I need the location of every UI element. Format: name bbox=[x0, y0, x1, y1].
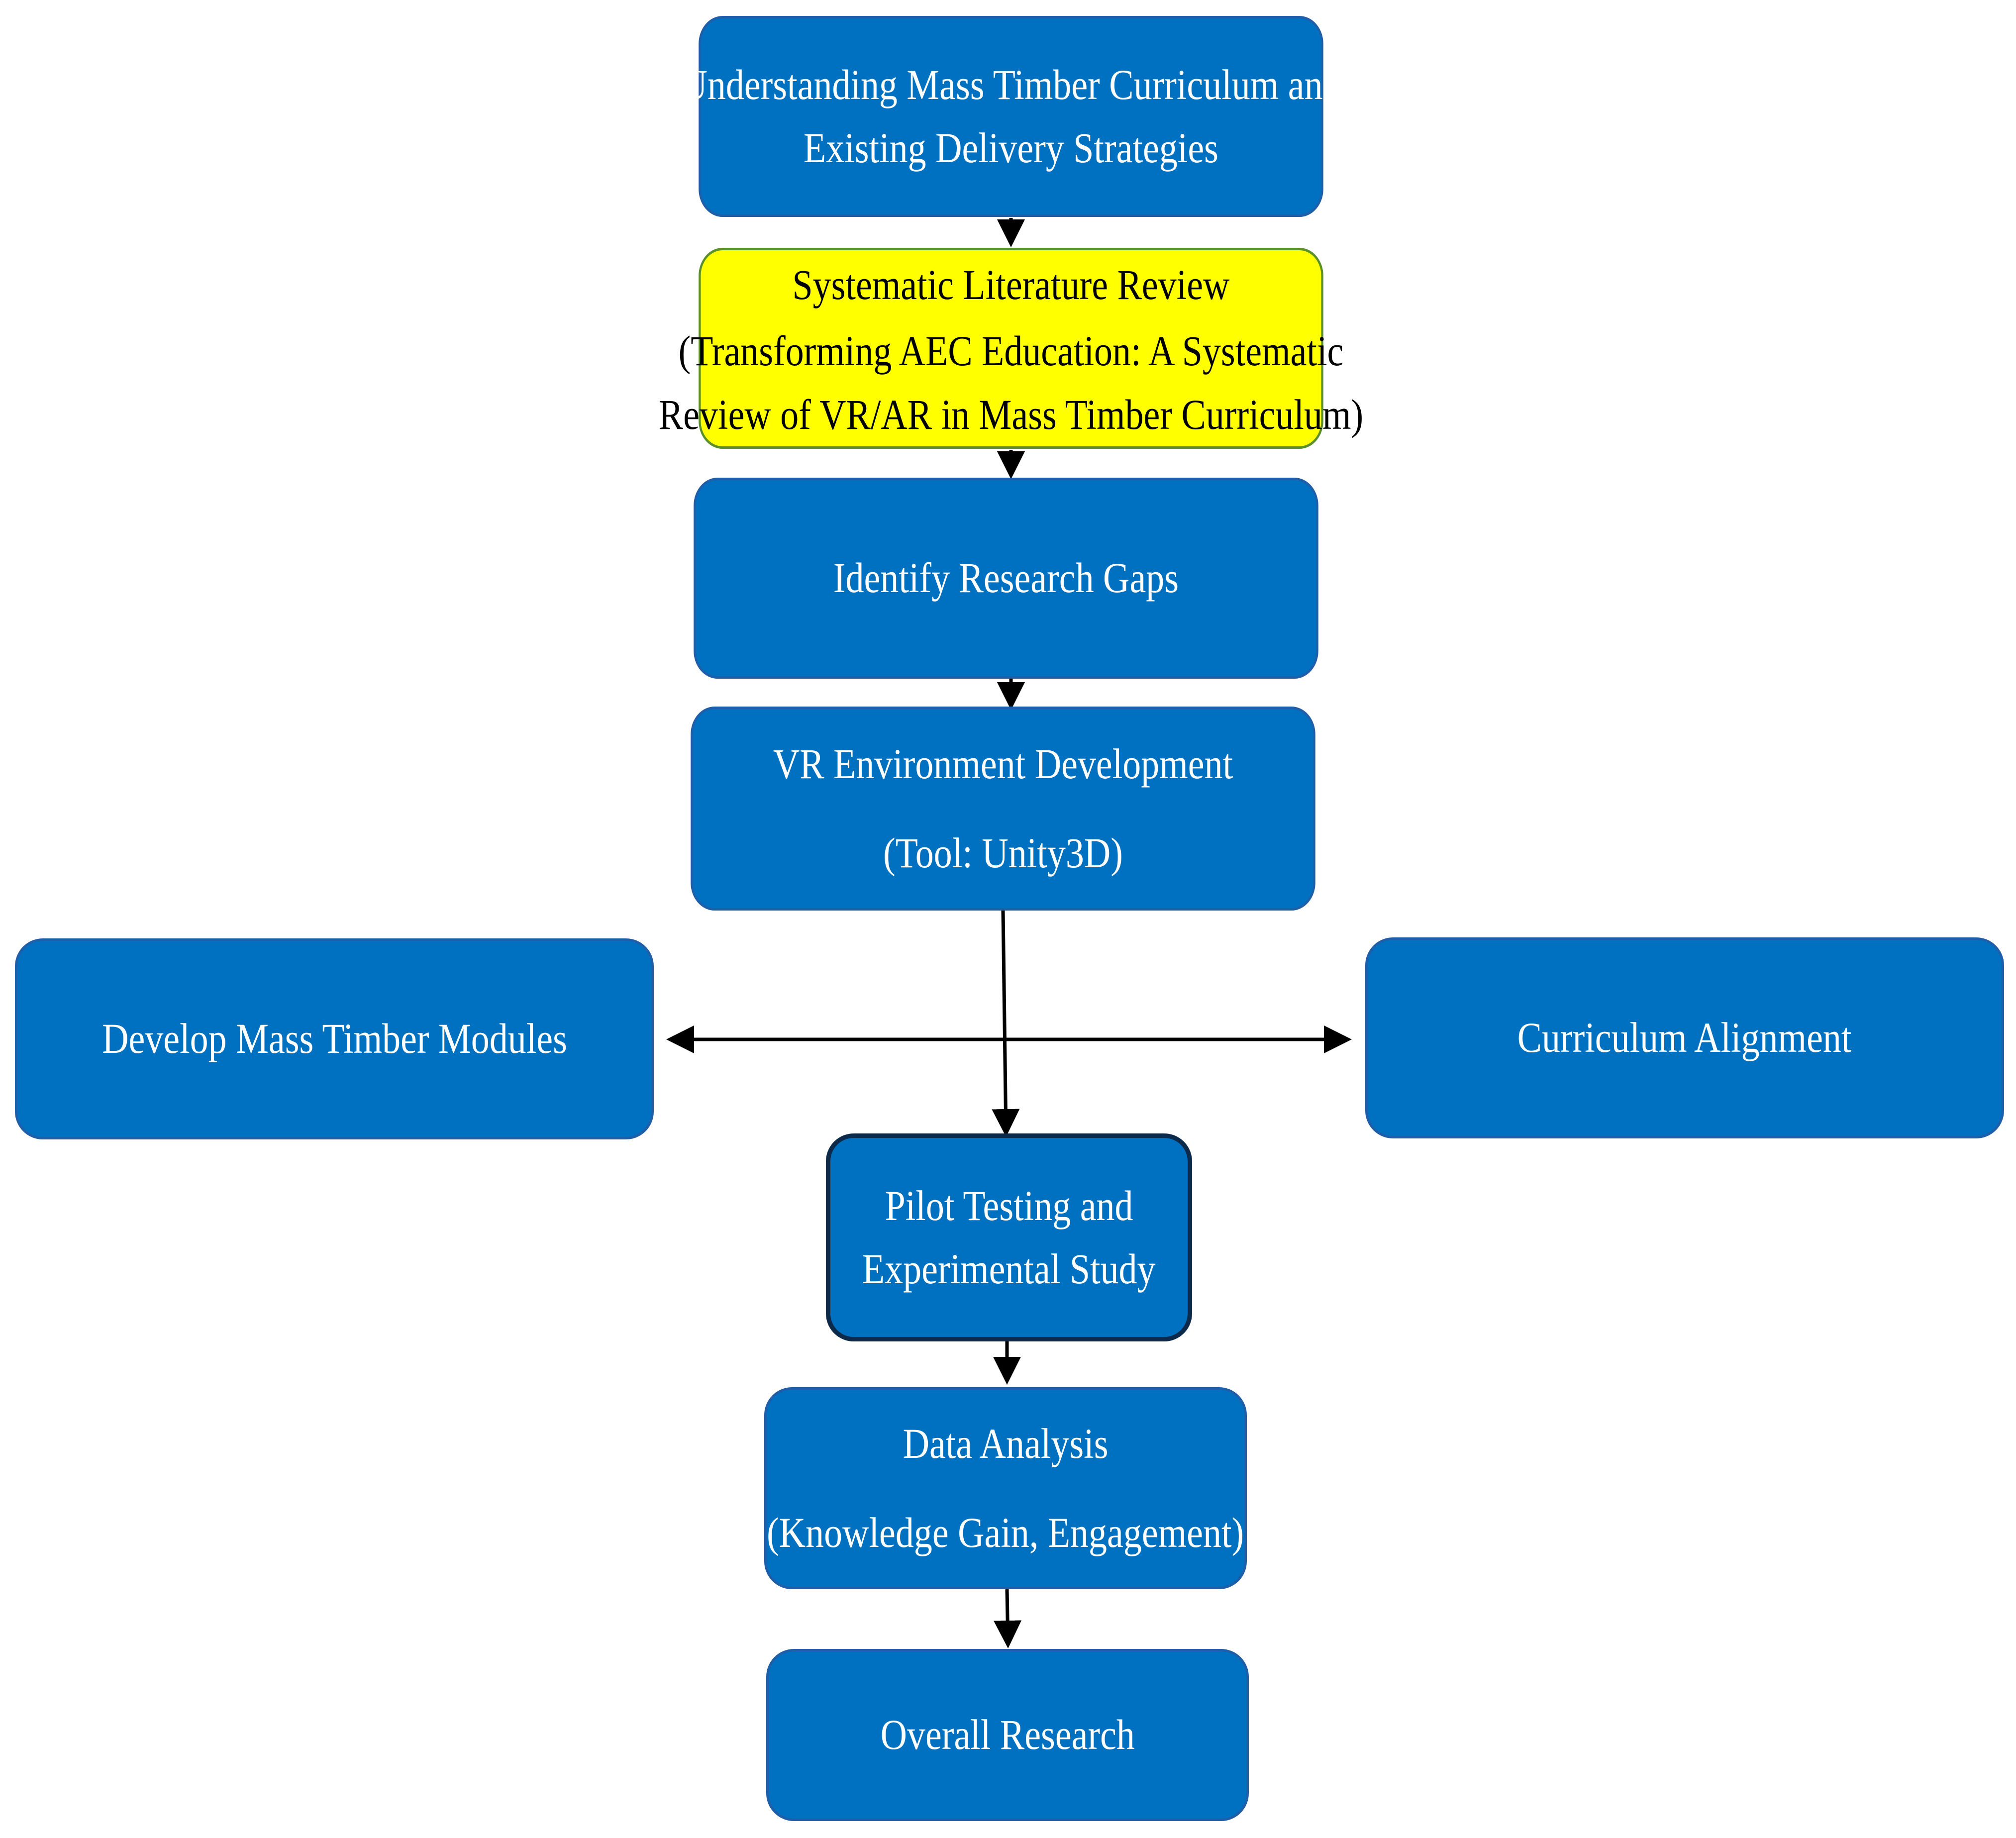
node-review-subtitle-line-2: Review of VR/AR in Mass Timber Curriculu… bbox=[658, 390, 1364, 438]
node-curriculum-alignment: Curriculum Alignment bbox=[1365, 937, 2004, 1138]
node-vr-subtitle: (Tool: Unity3D) bbox=[883, 829, 1123, 877]
node-identify-research-gaps: Identify Research Gaps bbox=[694, 478, 1318, 679]
node-vr-environment-development: VR Environment Development (Tool: Unity3… bbox=[691, 707, 1315, 911]
node-pilot-testing: Pilot Testing and Experimental Study bbox=[826, 1133, 1192, 1341]
node-data-analysis: Data Analysis (Knowledge Gain, Engagemen… bbox=[764, 1387, 1247, 1589]
node-review-title: Systematic Literature Review bbox=[792, 261, 1230, 308]
node-modules-title: Develop Mass Timber Modules bbox=[101, 1015, 567, 1063]
node-overall-research: Overall Research bbox=[766, 1649, 1249, 1821]
node-pilot-line-2: Experimental Study bbox=[862, 1245, 1156, 1293]
node-vr-title: VR Environment Development bbox=[773, 739, 1233, 788]
node-systematic-literature-review: Systematic Literature Review (Transformi… bbox=[659, 248, 1363, 449]
node-understanding-line-1: Understanding Mass Timber Curriculum and bbox=[681, 60, 1341, 108]
node-understanding-curriculum: Understanding Mass Timber Curriculum and… bbox=[681, 16, 1341, 217]
node-overall-title: Overall Research bbox=[880, 1711, 1135, 1759]
node-pilot-line-1: Pilot Testing and bbox=[885, 1181, 1133, 1229]
node-understanding-line-2: Existing Delivery Strategies bbox=[804, 124, 1218, 172]
arrow-analysis-to-overall bbox=[994, 1589, 1022, 1648]
node-gaps-title: Identify Research Gaps bbox=[833, 554, 1179, 602]
node-alignment-title: Curriculum Alignment bbox=[1517, 1014, 1852, 1062]
node-analysis-title: Data Analysis bbox=[903, 1419, 1109, 1467]
node-review-subtitle-line-1: (Transforming AEC Education: A Systemati… bbox=[678, 327, 1344, 375]
node-develop-mass-timber-modules: Develop Mass Timber Modules bbox=[15, 938, 654, 1139]
node-analysis-subtitle: (Knowledge Gain, Engagement) bbox=[767, 1509, 1244, 1556]
arrow-vr-to-pilot bbox=[992, 910, 1020, 1137]
